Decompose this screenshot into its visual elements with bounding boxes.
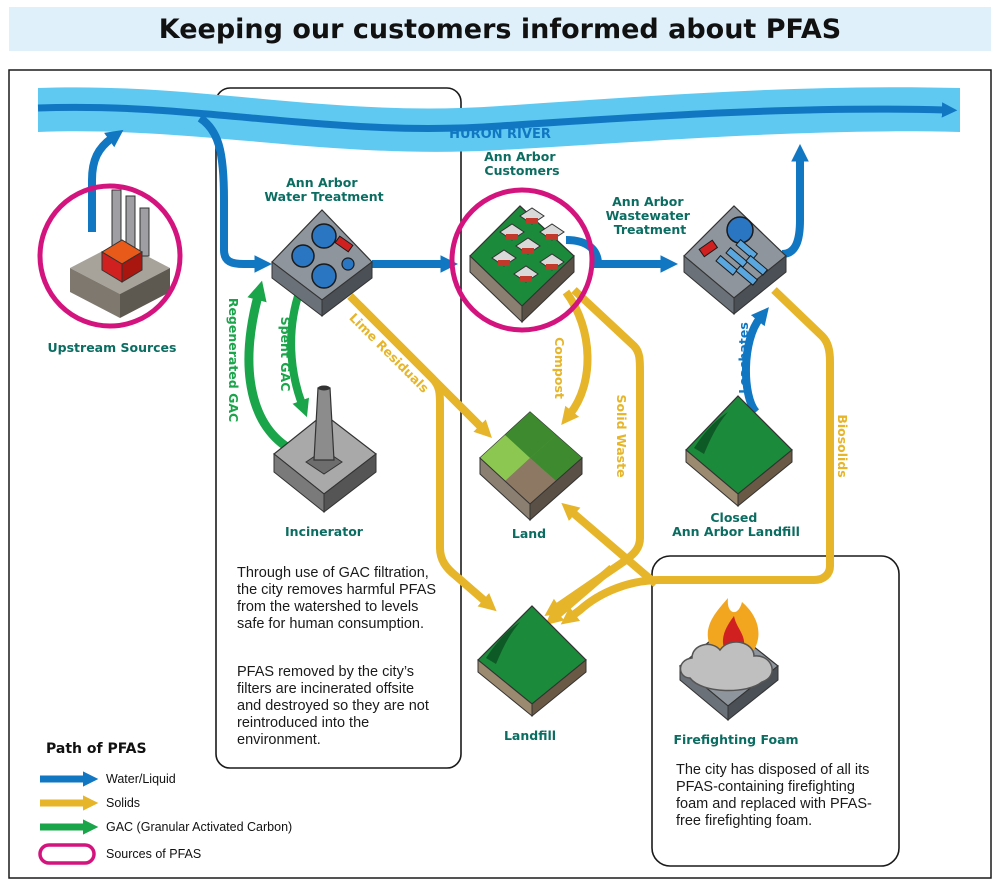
water-treatment-label: Ann Arbor Water Treatment (264, 175, 383, 204)
leachates-arrow (741, 307, 769, 415)
gac-paragraph: Through use of GAC filtration, the city … (237, 565, 437, 632)
customers-label: Ann Arbor Customers (484, 149, 560, 178)
foam-paragraph: The city has disposed of all its PFAS-co… (676, 762, 872, 829)
river-label: HURON RIVER (449, 127, 551, 142)
huron-river (38, 87, 960, 152)
legend-item-gac: GAC (Granular Activated Carbon) (106, 820, 293, 834)
wastewater-to-river-arrow (781, 143, 809, 258)
biosolids-arrow (560, 287, 834, 625)
legend-title: Path of PFAS (46, 741, 147, 757)
lime-residuals-to-landfill-arrow (357, 303, 497, 612)
leachates-label: Leachates (736, 322, 751, 394)
river-to-treatment-arrow (197, 114, 273, 273)
wastewater-label: Ann Arbor Wastewater Treatment (606, 194, 695, 237)
closed-landfill-icon (685, 395, 793, 508)
legend-item-water: Water/Liquid (106, 772, 176, 786)
wastewater-treatment-icon (683, 205, 787, 316)
biosolids-label: Biosolids (835, 414, 850, 477)
upstream-source-ring (37, 183, 183, 329)
legend-item-sources: Sources of PFAS (106, 847, 202, 861)
firefighting-foam-icon (679, 598, 779, 722)
water-treatment-panel (215, 87, 462, 769)
compost-label: Compost (552, 337, 567, 399)
firefighting-foam-panel (651, 555, 900, 867)
spent-gac-label: Spent GAC (278, 317, 293, 392)
solid-waste-label: Solid Waste (614, 394, 629, 477)
firefighting-foam-label: Firefighting Foam (673, 732, 798, 747)
incinerator-label: Incinerator (285, 524, 364, 539)
landfill-label: Landfill (504, 728, 556, 743)
legend-source-ring (38, 843, 96, 865)
lime-residuals-label: Lime Residuals (346, 310, 432, 396)
water-treatment-icon (271, 209, 373, 318)
incinerator-icon (273, 385, 377, 514)
land-icon (479, 411, 583, 522)
closed-landfill-label: Closed Ann Arbor Landfill (672, 510, 800, 539)
customers-icon (469, 205, 575, 324)
spent-gac-arrow (287, 288, 310, 418)
regenerated-gac-arrow (244, 280, 295, 454)
foam-to-land-arrow (561, 502, 659, 588)
customers-source-ring (449, 187, 595, 333)
land-label: Land (512, 526, 546, 541)
outer-frame (8, 69, 992, 879)
solid-waste-arrow (544, 287, 644, 616)
factory-icon (70, 189, 170, 318)
upstream-sources-label: Upstream Sources (48, 340, 177, 355)
landfill-icon (477, 605, 587, 718)
regenerated-gac-label: Regenerated GAC (226, 298, 241, 422)
incinerated-paragraph: PFAS removed by the city’s filters are i… (237, 664, 429, 748)
upstream-to-river-arrow (88, 129, 124, 232)
legend-item-solids: Solids (106, 796, 141, 810)
river-flow-arrow (37, 102, 958, 132)
page-title: Keeping our customers informed about PFA… (9, 7, 991, 51)
foam-to-landfill-arrow (545, 564, 615, 626)
customers-to-wastewater-arrow (565, 236, 679, 273)
